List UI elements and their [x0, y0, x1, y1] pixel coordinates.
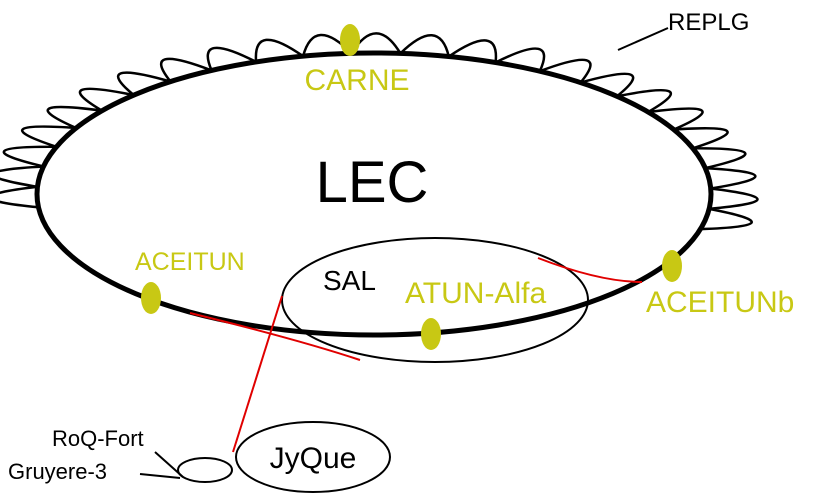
scallop-path	[0, 32, 759, 231]
lec-ellipse	[34, 50, 714, 338]
replg-label: REPLG	[668, 9, 749, 36]
gruyere-label: Gruyere-3	[8, 459, 107, 484]
replg-scallops	[0, 32, 759, 231]
jyque-label: JyQue	[270, 442, 357, 475]
gruyere-leader	[139, 473, 181, 479]
carne-label: CARNE	[304, 64, 409, 97]
carne-dot[interactable]	[340, 24, 360, 56]
lec-label: LEC	[316, 150, 429, 215]
sal-ellipse	[281, 237, 589, 363]
link-sal-aceitunb	[537, 257, 643, 283]
aceitunb-label: ACEITUNb	[646, 286, 794, 319]
atun-dot[interactable]	[421, 318, 441, 350]
cheese-ellipse	[177, 457, 233, 483]
atun-label: ATUN-Alfa	[405, 277, 546, 310]
aceitun-label: ACEITUN	[135, 248, 245, 276]
link-sal-jyque	[232, 295, 283, 453]
sal-label: SAL	[323, 265, 376, 296]
replg-leader	[617, 27, 669, 51]
roqfort-label: RoQ-Fort	[52, 426, 144, 451]
roqfort-leader	[154, 451, 184, 478]
aceitun-dot[interactable]	[141, 282, 161, 314]
link-aceitun-sal	[189, 312, 361, 361]
jyque-ellipse	[235, 421, 391, 493]
aceitunb-dot[interactable]	[662, 250, 682, 282]
